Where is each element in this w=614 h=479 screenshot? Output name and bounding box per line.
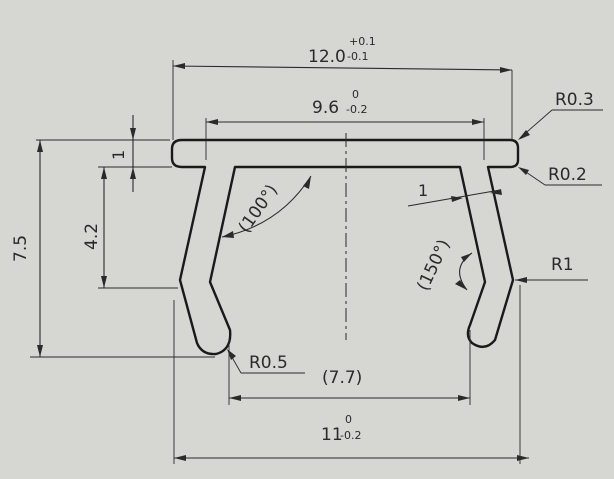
angle-inner-arc [221,175,312,238]
radius-top-corner: R0.3 [555,90,594,110]
flange-thickness-value: 1 [109,150,128,160]
dim-wall-thickness [407,189,502,207]
angle-outer-arc [455,252,473,291]
dim-base-width [173,285,529,464]
dim-inner-width [205,118,485,160]
dim-overall-height [30,139,215,358]
overall-width-lower-tol: -0.1 [347,50,368,63]
leader-r05 [227,349,305,374]
foot-span-value: (7.7) [322,368,362,388]
flange-height-value: 4.2 [82,223,102,250]
base-width-nominal: 11 [321,425,343,445]
radius-foot-tip: R0.5 [249,353,288,373]
overall-width-nominal: 12.0 [308,47,346,67]
leader-r03 [518,109,603,140]
dim-flange-thickness [130,115,136,192]
radius-outer-bend: R1 [551,255,574,275]
wall-thickness-value: 1 [418,181,428,200]
inner-width-upper-tol: 0 [352,88,359,101]
angle-outer-value: (150°) [413,237,454,295]
channel-profile [170,138,520,356]
inner-width-nominal: 9.6 [312,98,339,118]
radius-inner-corner: R0.2 [548,165,587,185]
inner-width-lower-tol: -0.2 [346,103,367,116]
leader-r1 [515,277,588,283]
overall-width-upper-tol: +0.1 [349,35,376,48]
dim-flange-height [98,166,178,289]
leader-r02 [518,167,602,186]
overall-height-value: 7.5 [11,235,31,262]
base-width-lower-tol: -0.2 [340,429,361,442]
angle-inner-value: (100°) [235,181,282,237]
dim-overall-width [172,60,513,140]
base-width-upper-tol: 0 [345,413,352,426]
